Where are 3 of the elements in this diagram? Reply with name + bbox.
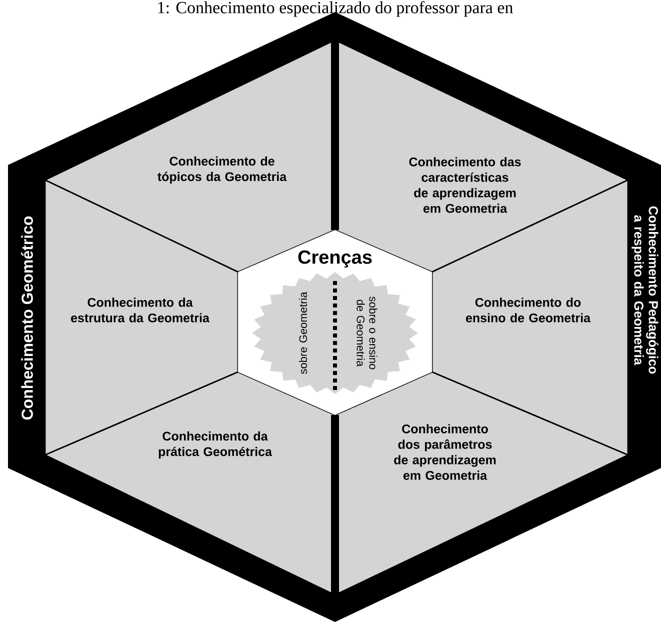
node-label: Conhecimento Geométrico — [21, 216, 33, 420]
node-label: Conhecimento Pedagógico a respeito da Geometria — [632, 206, 658, 374]
starburst: sobre Geometria sobre o ensino de Geometria — [252, 272, 418, 394]
